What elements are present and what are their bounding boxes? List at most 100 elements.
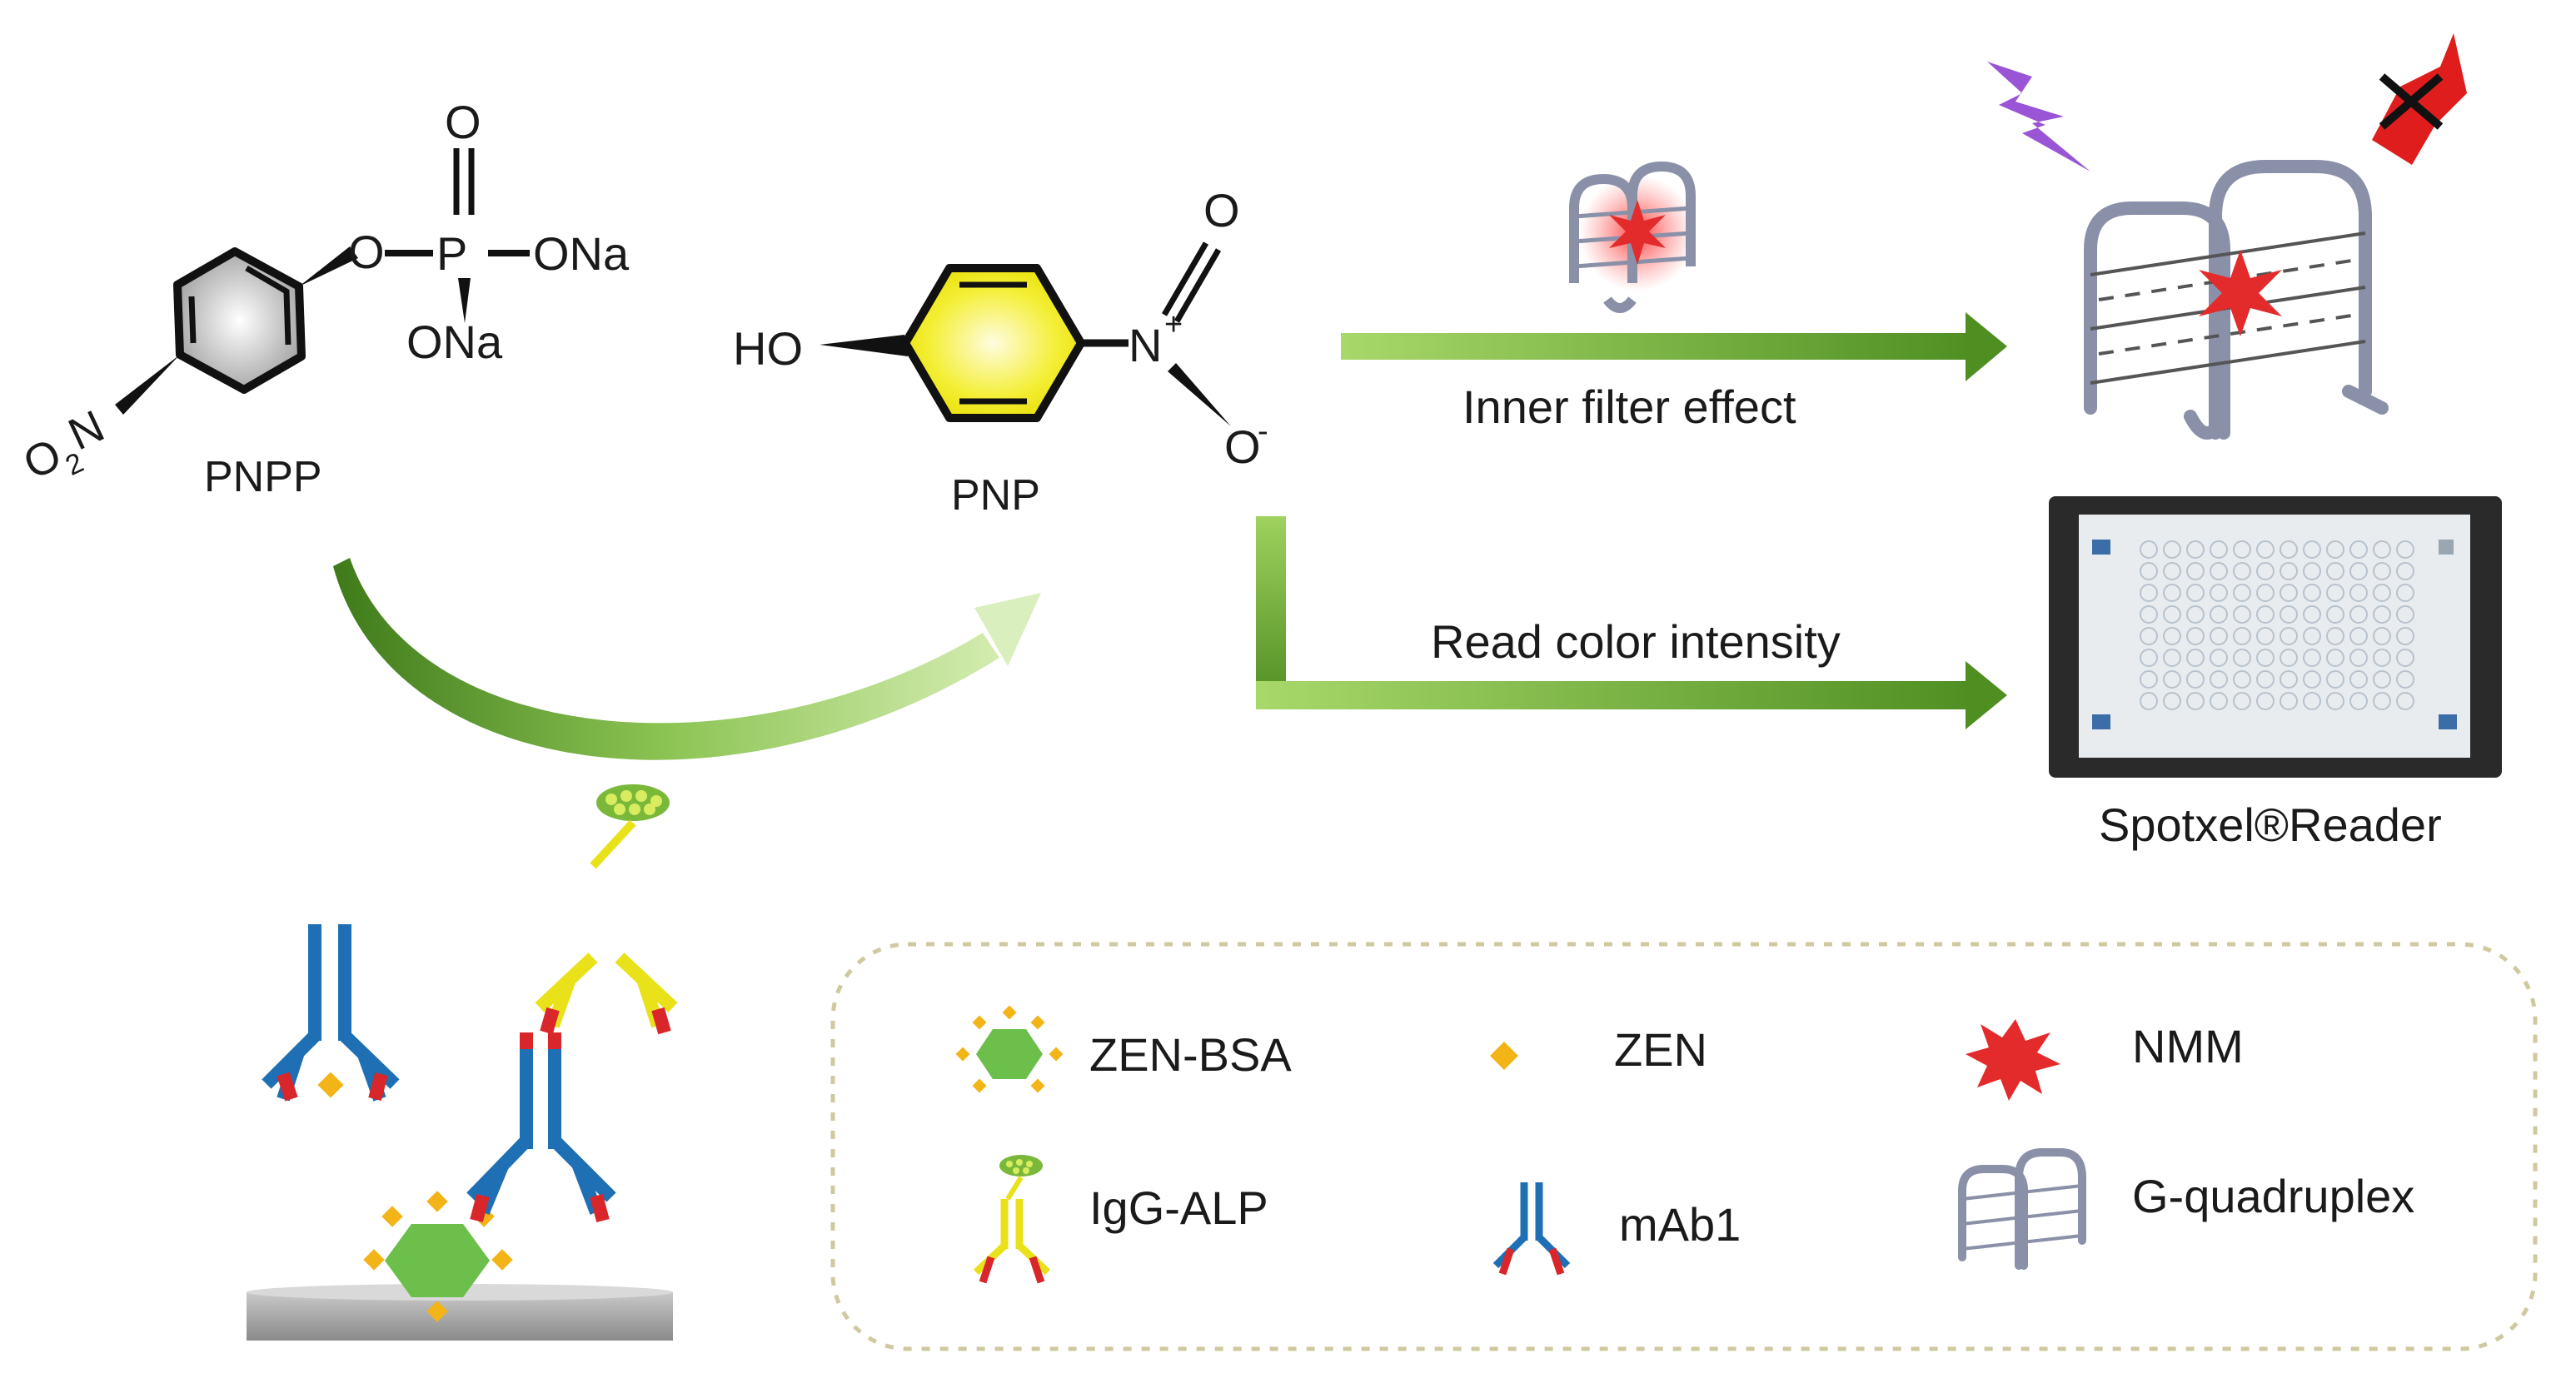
well bbox=[2396, 670, 2414, 689]
well bbox=[2396, 692, 2414, 710]
pnp-n: N bbox=[1129, 319, 1162, 371]
pnpp-name: PNPP bbox=[204, 453, 322, 501]
well bbox=[2349, 649, 2368, 667]
well bbox=[2210, 540, 2228, 559]
well bbox=[2280, 692, 2298, 710]
well bbox=[2280, 584, 2298, 602]
well bbox=[2280, 540, 2298, 559]
igg-alp-icon bbox=[973, 1155, 1051, 1284]
well bbox=[2140, 584, 2158, 602]
legend-label-nmm: NMM bbox=[2132, 1020, 2244, 1072]
curved-conversion-arrow bbox=[333, 558, 1041, 760]
well bbox=[2303, 670, 2321, 689]
well bbox=[2280, 670, 2298, 689]
well bbox=[2256, 692, 2275, 710]
pnp-o-top: O bbox=[1203, 184, 1240, 236]
g-quadruplex-large-icon bbox=[1987, 33, 2467, 440]
well bbox=[2186, 562, 2205, 580]
pnpp-wedge-n bbox=[115, 355, 180, 415]
well bbox=[2349, 540, 2368, 559]
well bbox=[2210, 584, 2228, 602]
read-color-arrow bbox=[1256, 516, 2007, 729]
well bbox=[2326, 605, 2344, 624]
well bbox=[2163, 605, 2181, 624]
pnpp-p: P bbox=[436, 227, 467, 280]
inner-filter-arrow bbox=[1341, 312, 2007, 381]
well bbox=[2210, 670, 2228, 689]
legend-box: ZEN-BSA ZEN NMM IgG-ALP bbox=[830, 942, 2538, 1351]
well bbox=[2373, 584, 2391, 602]
well bbox=[2163, 649, 2181, 667]
well bbox=[2373, 692, 2391, 710]
emission-blocked-icon bbox=[2372, 33, 2467, 165]
well bbox=[2163, 562, 2181, 580]
well bbox=[2233, 670, 2251, 689]
well bbox=[2256, 627, 2275, 645]
well bbox=[2140, 692, 2158, 710]
well bbox=[2233, 562, 2251, 580]
legend-item-zen-bsa: ZEN-BSA bbox=[955, 1005, 1292, 1093]
well bbox=[2163, 627, 2181, 645]
well bbox=[2186, 540, 2205, 559]
well bbox=[2280, 605, 2298, 624]
well bbox=[2326, 540, 2344, 559]
pnpp-molecule: O P O ONa ONa O 2 N PNPP bbox=[16, 96, 630, 501]
pnpp-o2-o: O bbox=[16, 429, 68, 489]
well bbox=[2303, 562, 2321, 580]
reader-label: Spotxel®Reader bbox=[2099, 798, 2442, 851]
well bbox=[2326, 649, 2344, 667]
well bbox=[2280, 627, 2298, 645]
immunoassay-illustration bbox=[247, 784, 678, 1341]
pnpp-ona-bottom: ONa bbox=[406, 316, 503, 368]
mab1-icon bbox=[1492, 1182, 1571, 1276]
legend-item-g-quadruplex: G-quadruplex bbox=[1958, 1148, 2414, 1270]
well bbox=[2326, 670, 2344, 689]
well bbox=[2303, 692, 2321, 710]
well bbox=[2140, 670, 2158, 689]
well bbox=[2186, 649, 2205, 667]
legend-item-mab1: mAb1 bbox=[1492, 1182, 1741, 1276]
well bbox=[2233, 540, 2251, 559]
well bbox=[2326, 692, 2344, 710]
well bbox=[2256, 540, 2275, 559]
excitation-lightning-icon bbox=[1987, 62, 2090, 172]
pnpp-o-top: O bbox=[445, 96, 481, 148]
well bbox=[2396, 540, 2414, 559]
well bbox=[2373, 540, 2391, 559]
well bbox=[2233, 627, 2251, 645]
well bbox=[2349, 692, 2368, 710]
pnp-o-bottom: O bbox=[1224, 420, 1261, 473]
well bbox=[2140, 540, 2158, 559]
legend-item-zen: ZEN bbox=[1490, 1023, 1707, 1076]
well bbox=[2326, 562, 2344, 580]
well bbox=[2233, 692, 2251, 710]
well bbox=[2140, 605, 2158, 624]
well bbox=[2163, 692, 2181, 710]
well bbox=[2326, 627, 2344, 645]
pnp-benzene-ring bbox=[901, 264, 1085, 422]
well bbox=[2326, 584, 2344, 602]
well bbox=[2233, 584, 2251, 602]
well-plate-grid bbox=[2140, 540, 2414, 710]
pnp-ho: HO bbox=[733, 322, 803, 375]
well bbox=[2186, 670, 2205, 689]
legend-label-g-quadruplex: G-quadruplex bbox=[2132, 1170, 2414, 1222]
igg-alp-antibody-icon bbox=[535, 784, 678, 1035]
well bbox=[2303, 649, 2321, 667]
well bbox=[2210, 627, 2228, 645]
well bbox=[2256, 649, 2275, 667]
well bbox=[2280, 649, 2298, 667]
g-quadruplex-nmm-small-icon bbox=[1569, 161, 1696, 313]
g-quadruplex-icon bbox=[1958, 1148, 2086, 1270]
well bbox=[2163, 670, 2181, 689]
well bbox=[2163, 540, 2181, 559]
well bbox=[2303, 540, 2321, 559]
well bbox=[2349, 562, 2368, 580]
well bbox=[2303, 627, 2321, 645]
well bbox=[2233, 649, 2251, 667]
well bbox=[2140, 627, 2158, 645]
well bbox=[2303, 605, 2321, 624]
well bbox=[2373, 627, 2391, 645]
well bbox=[2256, 605, 2275, 624]
